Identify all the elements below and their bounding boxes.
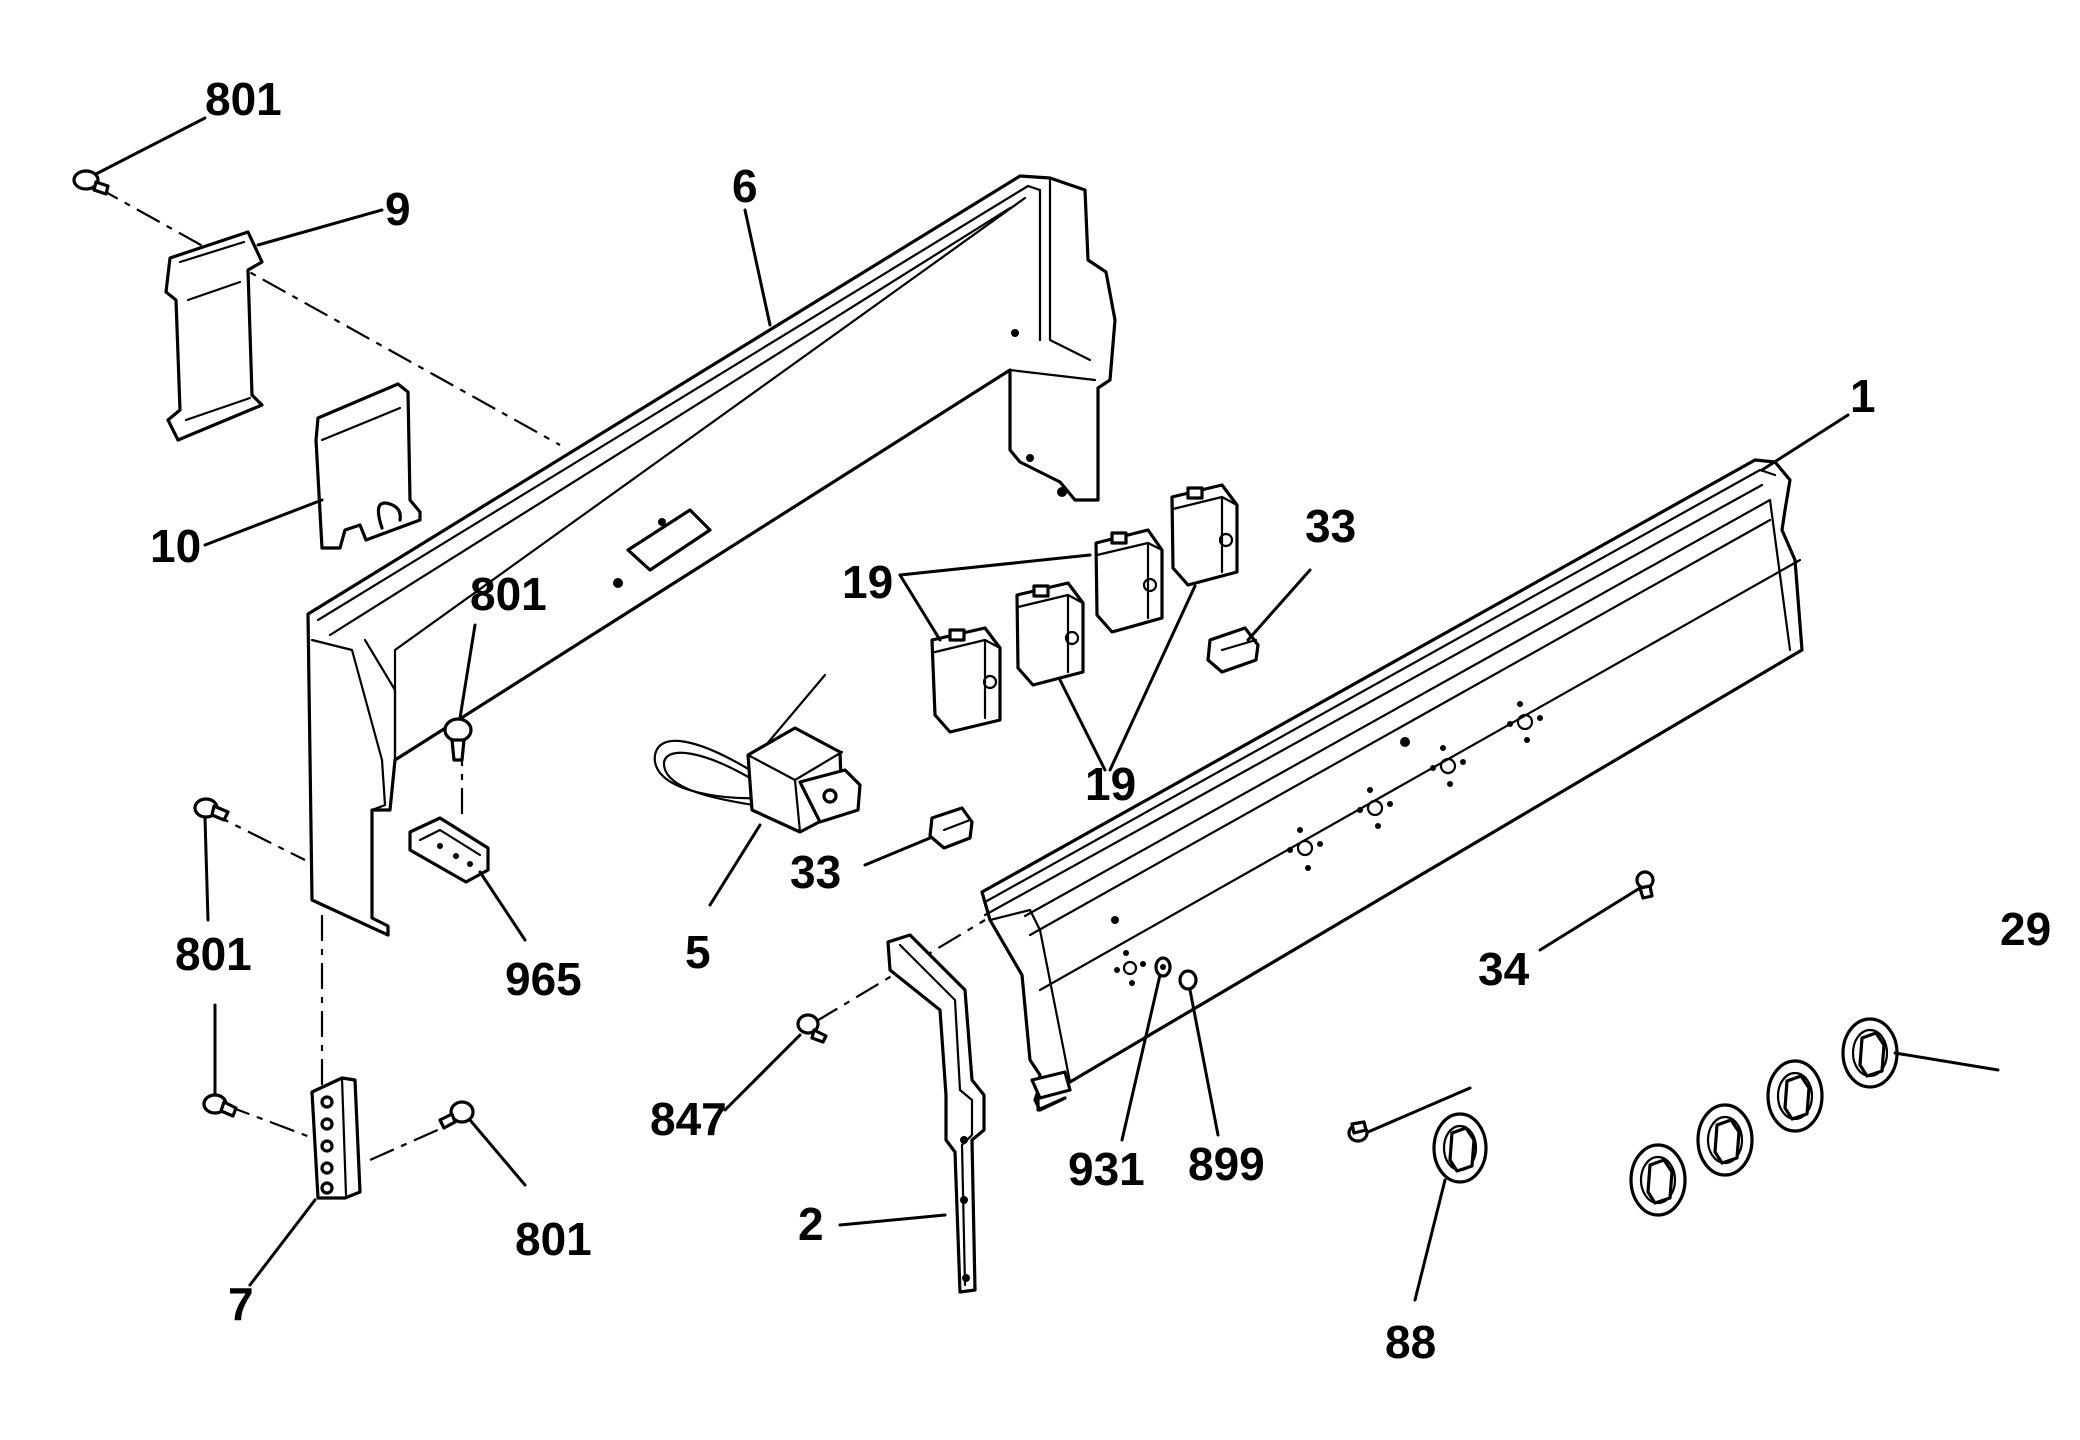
callout-5: 5 xyxy=(685,926,711,978)
part-29-knob-2 xyxy=(1696,1103,1754,1177)
callout-2: 2 xyxy=(798,1198,824,1250)
callout-899: 899 xyxy=(1188,1138,1265,1190)
part-33-switch-right xyxy=(1206,626,1260,674)
screw-801-bottom xyxy=(438,1100,475,1130)
callout-10: 10 xyxy=(150,520,201,572)
part-1-control-panel xyxy=(980,458,1804,1112)
part-19-switch-3 xyxy=(1094,528,1164,634)
screw-801-lower xyxy=(202,1093,238,1118)
callout-6: 6 xyxy=(732,160,758,212)
callout-801: 801 xyxy=(205,73,282,125)
callout-801: 801 xyxy=(515,1213,592,1265)
part-34-screws xyxy=(1347,870,1655,1143)
part-19-switch-1 xyxy=(930,626,1002,734)
leader-lines xyxy=(94,116,2000,1302)
callout-7: 7 xyxy=(228,1278,254,1330)
panel-knob-holes xyxy=(1111,701,1543,986)
part-33-switch-left xyxy=(928,806,974,850)
callout-965: 965 xyxy=(505,953,582,1005)
callout-19: 19 xyxy=(842,556,893,608)
part-19-switch-2 xyxy=(1015,581,1085,687)
part-29-knob-4 xyxy=(1841,1017,1899,1089)
callout-801: 801 xyxy=(175,928,252,980)
screw-801-top xyxy=(72,169,110,196)
callout-1: 1 xyxy=(1850,370,1876,422)
screw-801-left xyxy=(193,797,230,822)
callout-labels: 801 9 6 10 801 801 801 7 965 5 19 19 33 … xyxy=(150,73,2051,1368)
callout-9: 9 xyxy=(385,183,411,235)
part-9-bracket xyxy=(164,230,264,442)
callout-88: 88 xyxy=(1385,1316,1436,1368)
part-6-housing xyxy=(306,174,1117,937)
part-5-thermostat xyxy=(653,673,862,834)
part-965-clip xyxy=(408,816,490,884)
callout-33: 33 xyxy=(790,846,841,898)
screw-801-mid xyxy=(443,717,473,762)
part-88-knob xyxy=(1432,1112,1488,1184)
part-29-knob-3 xyxy=(1766,1059,1824,1133)
part-10-shield xyxy=(314,382,422,550)
part-19-switch-4 xyxy=(1170,483,1239,587)
screw-847 xyxy=(796,1013,828,1044)
callout-34: 34 xyxy=(1478,943,1530,995)
callout-19: 19 xyxy=(1085,758,1136,810)
callout-33: 33 xyxy=(1305,500,1356,552)
part-2-side-trim xyxy=(886,933,986,1294)
callout-801: 801 xyxy=(470,568,547,620)
callout-931: 931 xyxy=(1068,1143,1145,1195)
part-29-knob-1 xyxy=(1629,1143,1687,1217)
nut-899 xyxy=(1178,969,1198,991)
part-7-angle-bracket xyxy=(310,1076,362,1200)
washer-931 xyxy=(1154,956,1172,978)
callout-847: 847 xyxy=(650,1093,727,1145)
callout-29: 29 xyxy=(2000,903,2051,955)
